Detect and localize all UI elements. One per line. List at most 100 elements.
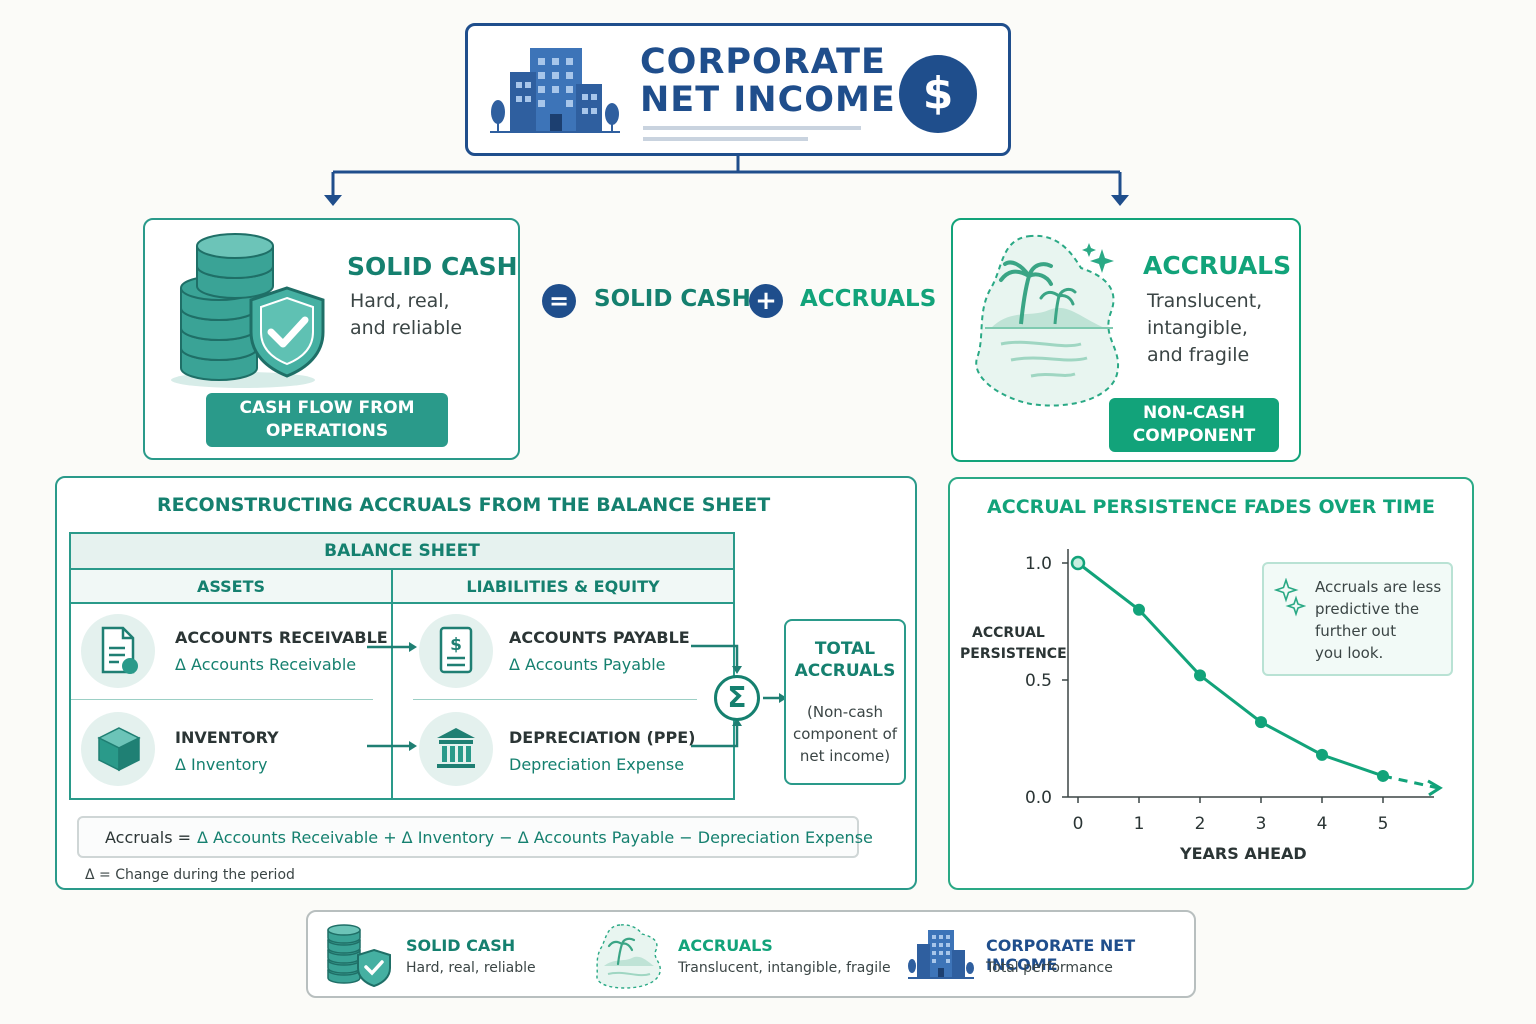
header-title-line2: NET INCOME bbox=[640, 80, 896, 120]
non-cash-badge: NON-CASH COMPONENT bbox=[1109, 398, 1279, 452]
y-axis-label-line1: ACCRUAL bbox=[972, 625, 1045, 641]
invoice-dollar-icon: $ bbox=[439, 626, 473, 674]
accruals-card: ACCRUALS Translucent, intangible, and fr… bbox=[951, 218, 1301, 462]
legend-solid-desc: Hard, real, reliable bbox=[406, 960, 536, 976]
island-icon bbox=[975, 234, 1120, 407]
series-line bbox=[1077, 561, 1384, 778]
dep-sub: Depreciation Expense bbox=[509, 755, 685, 774]
bank-building-icon bbox=[437, 728, 475, 768]
row-divider-left bbox=[71, 699, 373, 700]
accruals-desc-line3: and fragile bbox=[1147, 344, 1250, 366]
total-note-line3: net income) bbox=[799, 747, 891, 765]
accruals-desc-line2: intangible, bbox=[1147, 317, 1248, 339]
inventory-label: INVENTORY bbox=[175, 728, 279, 747]
chart-title: ACCRUAL PERSISTENCE FADES OVER TIME bbox=[987, 496, 1435, 518]
assets-header-cell bbox=[71, 570, 733, 604]
equation-term2: ACCRUALS bbox=[800, 286, 937, 312]
flow-arrows bbox=[367, 642, 787, 751]
cash-flow-badge-line2: OPERATIONS bbox=[265, 421, 389, 441]
chart-note-line1: Accruals are less bbox=[1315, 578, 1442, 596]
x-tick-label: 3 bbox=[1256, 814, 1267, 834]
liabilities-header: LIABILITIES & EQUITY bbox=[466, 577, 660, 596]
legend-cni-desc: Total performance bbox=[986, 960, 1113, 976]
ap-sub: Δ Accounts Payable bbox=[509, 655, 666, 674]
y-tick-label: 0.0 bbox=[1025, 788, 1052, 808]
cash-flow-badge-line1: CASH FLOW FROM bbox=[239, 398, 415, 418]
data-point bbox=[1133, 603, 1145, 616]
accruals-desc-line1: Translucent, bbox=[1147, 290, 1263, 312]
x-tick-label: 0 bbox=[1073, 814, 1084, 834]
reconstruct-title: RECONSTRUCTING ACCRUALS FROM THE BALANCE… bbox=[157, 494, 771, 516]
data-point bbox=[1316, 748, 1328, 761]
header-card: CORPORATE NET INCOME $ bbox=[465, 23, 1011, 156]
header-connector bbox=[324, 156, 1129, 206]
balance-sheet-title: BALANCE SHEET bbox=[324, 541, 480, 561]
chart-note-line3: further out bbox=[1315, 622, 1397, 640]
dollar-icon: $ bbox=[899, 55, 977, 133]
formula-bar: Accruals = Δ Accounts Receivable + Δ Inv… bbox=[77, 816, 873, 858]
sparkle-icon bbox=[1274, 578, 1306, 617]
x-tick-label: 2 bbox=[1195, 814, 1206, 834]
y-tick-label: 1.0 bbox=[1025, 554, 1052, 574]
total-note-line1: (Non-cash bbox=[807, 703, 883, 721]
assets-header: ASSETS bbox=[196, 577, 266, 596]
plus-sign: + bbox=[749, 284, 783, 318]
chart-note-box: Accruals are less predictive the further… bbox=[1262, 562, 1453, 676]
accruals-title: ACCRUALS bbox=[1143, 251, 1292, 280]
formula-rhs: Δ Accounts Receivable + Δ Inventory − Δ … bbox=[197, 828, 873, 847]
row-divider-right bbox=[413, 699, 697, 700]
x-tick-label: 5 bbox=[1378, 814, 1389, 834]
header-underline-short bbox=[643, 137, 808, 141]
data-point bbox=[1255, 716, 1267, 729]
persistence-chart: 1.0 0.5 0.0 0 1 2 3 4 5 bbox=[1025, 549, 1443, 834]
coin-stack-icon bbox=[171, 233, 325, 388]
total-accruals-line1: TOTAL bbox=[814, 639, 876, 659]
solid-cash-title: SOLID CASH bbox=[347, 252, 518, 281]
column-divider bbox=[391, 570, 393, 798]
chart-note-line2: predictive the bbox=[1315, 600, 1420, 618]
x-tick-label: 4 bbox=[1317, 814, 1328, 834]
ar-sub: Δ Accounts Receivable bbox=[175, 655, 357, 674]
total-accruals-line2: ACCRUALS bbox=[794, 661, 896, 681]
dep-icon-bg bbox=[419, 712, 493, 786]
legend-cni-title: CORPORATE NET INCOME bbox=[986, 936, 1136, 974]
balance-sheet-header bbox=[71, 534, 733, 570]
legend-acc-title: ACCRUALS bbox=[678, 936, 773, 955]
total-note-line2: component of bbox=[792, 725, 898, 743]
inventory-sub: Δ Inventory bbox=[175, 755, 268, 774]
chart-note-line4: you look. bbox=[1315, 644, 1384, 662]
data-point bbox=[1070, 555, 1086, 571]
ap-label: ACCOUNTS PAYABLE bbox=[509, 628, 690, 647]
solid-cash-desc-line1: Hard, real, bbox=[350, 290, 450, 312]
x-axis-label: YEARS AHEAD bbox=[1180, 844, 1307, 863]
ar-label: ACCOUNTS RECEIVABLE bbox=[175, 628, 388, 647]
cash-flow-badge: CASH FLOW FROM OPERATIONS bbox=[206, 393, 448, 447]
equation-term1: SOLID CASH bbox=[594, 286, 751, 312]
document-icon bbox=[101, 626, 138, 674]
y-axis-label-line2: PERSISTENCE bbox=[960, 646, 1067, 662]
legend-solid-title: SOLID CASH bbox=[406, 936, 516, 955]
dep-label: DEPRECIATION (PPE) bbox=[509, 728, 696, 747]
header-underline bbox=[643, 126, 861, 130]
solid-cash-desc-line2: and reliable bbox=[350, 317, 463, 339]
chart-panel: ACCRUAL PERSISTENCE FADES OVER TIME ACCR… bbox=[948, 477, 1474, 890]
formula-lhs: Accruals = bbox=[105, 828, 192, 847]
header-title-line1: CORPORATE bbox=[640, 42, 886, 82]
legend-bar: SOLID CASH Hard, real, reliable ACCRUALS… bbox=[306, 910, 1196, 998]
trend-arrowhead bbox=[1427, 779, 1443, 797]
data-point bbox=[1377, 769, 1389, 782]
reconstruct-panel: RECONSTRUCTING ACCRUALS FROM THE BALANCE… bbox=[55, 476, 917, 890]
x-tick-label: 1 bbox=[1134, 814, 1145, 834]
building-icon-small bbox=[908, 930, 974, 979]
non-cash-badge-line1: NON-CASH bbox=[1142, 403, 1246, 423]
equals-sign: = bbox=[542, 284, 576, 318]
y-tick-label: 0.5 bbox=[1025, 671, 1052, 691]
box-icon bbox=[97, 727, 141, 772]
total-accruals-box: TOTAL ACCRUALS (Non-cash component of ne… bbox=[784, 619, 906, 785]
data-point bbox=[1194, 669, 1206, 682]
delta-footnote: Δ = Change during the period bbox=[85, 867, 295, 883]
legend-acc-desc: Translucent, intangible, fragile bbox=[678, 960, 891, 976]
solid-cash-card: SOLID CASH Hard, real, and reliable CASH… bbox=[143, 218, 520, 460]
island-icon-small bbox=[596, 924, 661, 989]
svg-text:$: $ bbox=[450, 635, 462, 655]
